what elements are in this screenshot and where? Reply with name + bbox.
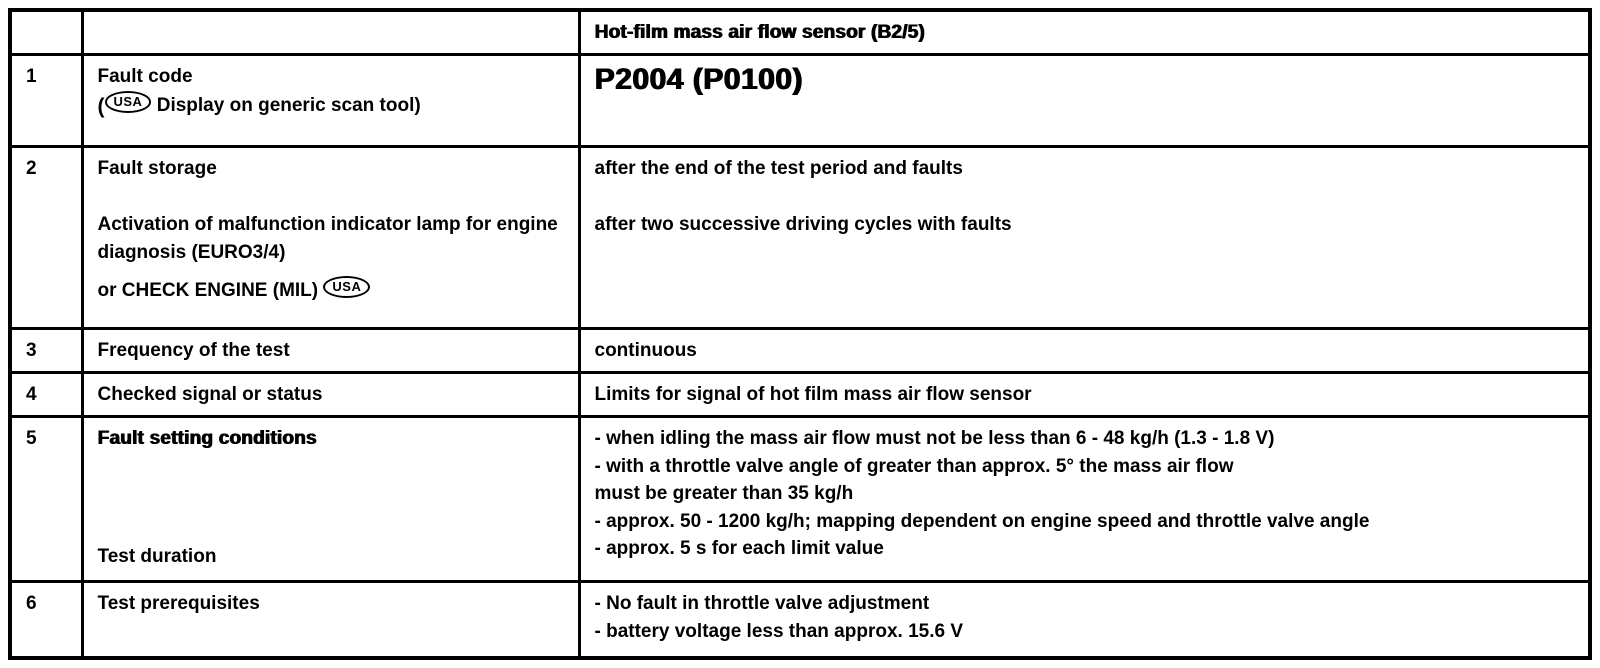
row-fault-code: 1 Fault code (USA Display on generic sca… — [8, 53, 1592, 148]
test-frequency-label: Frequency of the test — [97, 340, 290, 361]
row-fault-storage: 2 Fault storage Activation of malfunctio… — [8, 145, 1592, 330]
row-number: 5 — [26, 428, 37, 449]
test-prerequisites-label-cell: Test prerequisites — [80, 580, 581, 659]
fault-code-spec-table: Hot-film mass air flow sensor (B2/5) 1 F… — [8, 8, 1592, 660]
fault-code-value-cell: P2004 (P0100) — [577, 53, 1592, 148]
row-number-cell: 1 — [8, 53, 84, 148]
row-fault-setting-conditions: 5 Fault setting conditions Test duration… — [8, 415, 1592, 583]
usa-badge-icon: USA — [323, 276, 371, 298]
row-number-cell: 2 — [8, 145, 84, 330]
fault-storage-value: after the end of the test period and fau… — [594, 158, 963, 179]
header-row: Hot-film mass air flow sensor (B2/5) — [8, 8, 1592, 56]
condition-line: - when idling the mass air flow must not… — [594, 428, 1275, 449]
check-engine-label: or CHECK ENGINE (MIL) — [97, 280, 319, 301]
fault-storage-value-cell: after the end of the test period and fau… — [577, 145, 1592, 330]
test-frequency-label-cell: Frequency of the test — [80, 327, 581, 374]
test-duration-value: - approx. 5 s for each limit value — [594, 538, 884, 559]
row-number-cell: 6 — [8, 580, 84, 659]
row-checked-signal: 4 Checked signal or status Limits for si… — [8, 371, 1592, 418]
fault-conditions-value-cell: - when idling the mass air flow must not… — [577, 415, 1592, 583]
sensor-title-cell: Hot-film mass air flow sensor (B2/5) — [577, 8, 1592, 56]
row-number: 4 — [26, 384, 37, 405]
test-frequency-value-cell: continuous — [577, 327, 1592, 374]
row-number: 6 — [26, 593, 37, 614]
condition-line: - with a throttle valve angle of greater… — [594, 455, 1234, 477]
sensor-title: Hot-film mass air flow sensor (B2/5) — [594, 22, 925, 43]
test-frequency-value: continuous — [594, 340, 697, 361]
row-test-prerequisites: 6 Test prerequisites - No fault in throt… — [8, 580, 1592, 659]
checked-signal-value-cell: Limits for signal of hot film mass air f… — [577, 371, 1592, 418]
fault-code-value: P2004 (P0100) — [594, 63, 803, 96]
row-number-cell: 4 — [8, 371, 84, 418]
fault-storage-label-cell: Fault storage Activation of malfunction … — [80, 145, 581, 330]
row-number: 2 — [26, 158, 37, 179]
checked-signal-value: Limits for signal of hot film mass air f… — [594, 384, 1032, 405]
fault-setting-conditions-label: Fault setting conditions — [97, 428, 317, 449]
header-empty-num-cell — [8, 8, 84, 56]
prerequisite-line: - battery voltage less than approx. 15.6… — [594, 620, 964, 642]
scan-tool-line: (USA Display on generic scan tool) — [98, 91, 566, 121]
fault-code-label-cell: Fault code (USA Display on generic scan … — [80, 53, 581, 148]
checked-signal-label: Checked signal or status — [97, 384, 323, 405]
fault-conditions-label-cell: Fault setting conditions Test duration — [80, 415, 581, 583]
row-test-frequency: 3 Frequency of the test continuous — [8, 327, 1592, 374]
mil-activation-label: Activation of malfunction indicator lamp… — [97, 214, 558, 263]
header-empty-label-cell — [80, 8, 581, 56]
test-duration-label: Test duration — [97, 546, 217, 567]
test-prerequisites-value-cell: - No fault in throttle valve adjustment … — [577, 580, 1592, 659]
condition-line: - approx. 50 - 1200 kg/h; mapping depend… — [594, 510, 1370, 532]
usa-badge-icon: USA — [104, 91, 152, 113]
test-prerequisites-label: Test prerequisites — [97, 593, 260, 614]
checked-signal-label-cell: Checked signal or status — [80, 371, 581, 418]
blank-line — [595, 183, 1577, 211]
row-number: 3 — [26, 340, 37, 361]
scan-tool-note: Display on generic scan tool) — [156, 95, 421, 116]
mil-activation-value: after two successive driving cycles with… — [594, 214, 1012, 235]
blank-line — [98, 183, 566, 211]
prerequisite-line: - No fault in throttle valve adjustment — [594, 593, 930, 614]
fault-code-label: Fault code — [97, 66, 193, 87]
row-number-cell: 5 — [8, 415, 84, 583]
condition-line: must be greater than 35 kg/h — [594, 483, 854, 504]
paren-open: ( — [97, 95, 105, 118]
row-number-cell: 3 — [8, 327, 84, 374]
check-engine-line: or CHECK ENGINE (MIL) USA — [98, 276, 566, 305]
row-number: 1 — [26, 66, 37, 87]
fault-storage-label: Fault storage — [97, 158, 217, 179]
